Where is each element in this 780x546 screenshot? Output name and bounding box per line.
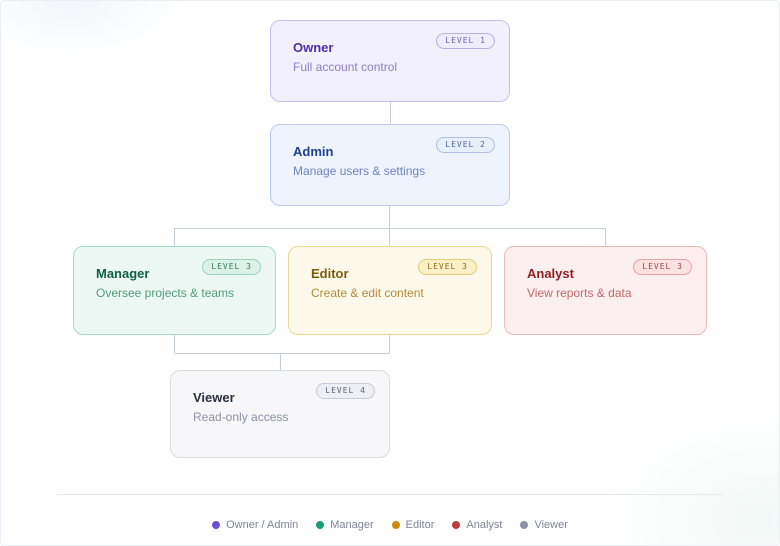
- legend-item-editor: Editor: [391, 518, 435, 532]
- node-title: Editor: [311, 266, 349, 281]
- legend-label: Manager: [330, 519, 374, 531]
- level-badge: LEVEL 2: [436, 137, 495, 153]
- node-title: Owner: [293, 40, 334, 55]
- node-editor[interactable]: Editor Create & edit content LEVEL 3: [288, 246, 492, 335]
- node-title: Admin: [293, 144, 334, 159]
- legend-item-manager: Manager: [316, 518, 374, 532]
- level-badge: LEVEL 4: [316, 383, 375, 399]
- legend-dot-icon: [391, 521, 400, 529]
- level-badge: LEVEL 3: [418, 259, 477, 275]
- legend-item-owner-admin: Owner / Admin: [212, 518, 298, 532]
- legend-item-analyst: Analyst: [452, 518, 502, 532]
- level-badge: LEVEL 1: [436, 33, 495, 49]
- legend-label: Editor: [405, 519, 435, 531]
- node-description: Read-only access: [193, 410, 289, 424]
- node-description: Create & edit content: [311, 286, 424, 300]
- level-badge: LEVEL 3: [633, 259, 692, 275]
- node-admin[interactable]: Admin Manage users & settings LEVEL 2: [270, 124, 510, 206]
- node-description: Manage users & settings: [293, 164, 426, 178]
- node-title: Manager: [96, 266, 150, 281]
- node-analyst[interactable]: Analyst View reports & data LEVEL 3: [504, 246, 707, 335]
- legend-dot-icon: [316, 521, 325, 529]
- level-badge: LEVEL 3: [202, 259, 261, 275]
- legend-dot-icon: [520, 521, 529, 529]
- legend-dot-icon: [212, 521, 221, 529]
- legend: Owner / Admin Manager Editor Analyst Vie…: [0, 518, 780, 532]
- node-owner[interactable]: Owner Full account control LEVEL 1: [270, 20, 510, 102]
- legend-label: Owner / Admin: [226, 519, 299, 531]
- legend-label: Analyst: [466, 519, 503, 531]
- node-manager[interactable]: Manager Oversee projects & teams LEVEL 3: [73, 246, 276, 335]
- node-viewer[interactable]: Viewer Read-only access LEVEL 4: [170, 370, 390, 458]
- node-title: Viewer: [193, 390, 235, 405]
- node-title: Analyst: [527, 266, 574, 281]
- legend-dot-icon: [452, 521, 461, 529]
- legend-label: Viewer: [534, 519, 568, 531]
- node-description: View reports & data: [527, 286, 632, 300]
- legend-divider: [57, 494, 723, 495]
- node-description: Oversee projects & teams: [96, 286, 235, 300]
- node-description: Full account control: [293, 60, 398, 74]
- legend-item-viewer: Viewer: [520, 518, 568, 532]
